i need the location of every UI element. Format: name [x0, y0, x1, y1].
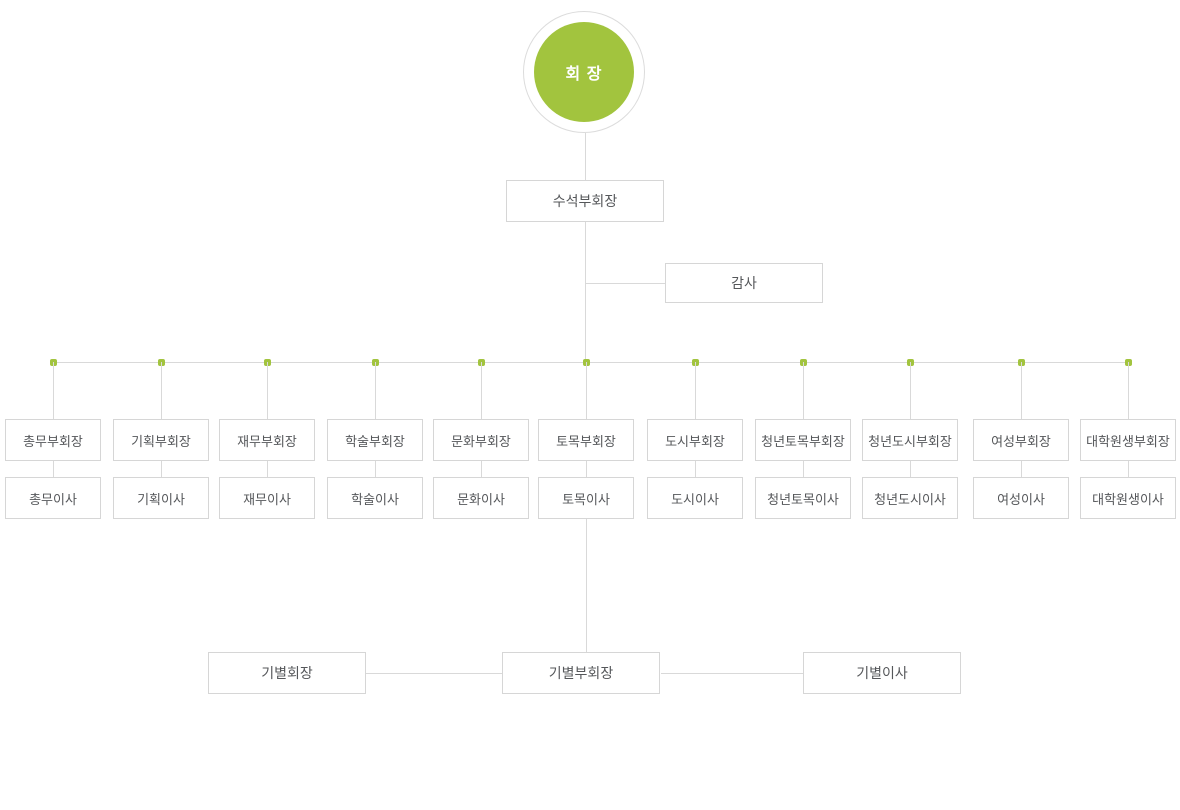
director-label: 기획이사 [137, 491, 185, 507]
column-stem-line [267, 362, 268, 419]
branch-director-label: 기별이사 [856, 665, 908, 681]
column-mid-line [481, 461, 482, 477]
vp-box-haksul: 학술부회장 [327, 419, 423, 461]
column-mid-line [375, 461, 376, 477]
bus-line [53, 362, 1128, 363]
vp-box-gihoek: 기획부회장 [113, 419, 209, 461]
director-label: 학술이사 [351, 491, 399, 507]
vp-label: 청년토목부회장 [761, 433, 845, 449]
director-box-munhwa: 문화이사 [433, 477, 529, 519]
column-mid-line [910, 461, 911, 477]
branch-vp-label: 기별부회장 [548, 665, 614, 681]
director-label: 토목이사 [562, 491, 610, 507]
auditor-box: 감사 [665, 263, 823, 303]
branch-vp-box: 기별부회장 [502, 652, 660, 694]
director-label: 여성이사 [997, 491, 1045, 507]
chairman-circle: 회 장 [534, 22, 634, 122]
vp-label: 학술부회장 [345, 433, 405, 449]
column-stem-line [695, 362, 696, 419]
director-label: 대학원생이사 [1092, 491, 1164, 507]
director-box-yeoseong: 여성이사 [973, 477, 1069, 519]
connector-svp-to-bus [585, 222, 586, 362]
column-stem-line [910, 362, 911, 419]
connector-to-auditor [585, 283, 665, 284]
column-stem-line [53, 362, 54, 419]
branch-chairman-label: 기별회장 [261, 665, 313, 681]
column-stem-line [586, 362, 587, 419]
column-mid-line [267, 461, 268, 477]
vp-label: 토목부회장 [556, 433, 616, 449]
senior-vp-label: 수석부회장 [552, 193, 618, 209]
director-label: 청년토목이사 [767, 491, 839, 507]
chairman-node: 회 장 [523, 11, 645, 133]
director-box-haksul: 학술이사 [327, 477, 423, 519]
director-box-tomok: 토목이사 [538, 477, 634, 519]
vp-box-jaemu: 재무부회장 [219, 419, 315, 461]
column-stem-line [1021, 362, 1022, 419]
vp-label: 기획부회장 [131, 433, 191, 449]
column-stem-line [481, 362, 482, 419]
director-box-youth-tomok: 청년토목이사 [755, 477, 851, 519]
vp-label: 여성부회장 [991, 433, 1051, 449]
auditor-label: 감사 [731, 275, 757, 291]
vp-box-yeoseong: 여성부회장 [973, 419, 1069, 461]
column-mid-line [161, 461, 162, 477]
connector-tomok-to-branch [586, 519, 587, 652]
director-label: 청년도시이사 [874, 491, 946, 507]
column-mid-line [1021, 461, 1022, 477]
director-box-jaemu: 재무이사 [219, 477, 315, 519]
vp-box-tomok: 토목부회장 [538, 419, 634, 461]
director-box-chongmu: 총무이사 [5, 477, 101, 519]
vp-label: 청년도시부회장 [868, 433, 952, 449]
vp-label: 도시부회장 [665, 433, 725, 449]
vp-box-graduate: 대학원생부회장 [1080, 419, 1176, 461]
director-box-youth-dosi: 청년도시이사 [862, 477, 958, 519]
branch-director-box: 기별이사 [803, 652, 961, 694]
column-stem-line [1128, 362, 1129, 419]
chairman-label: 회 장 [565, 66, 603, 83]
connector-branch-right [661, 673, 803, 674]
vp-box-youth-dosi: 청년도시부회장 [862, 419, 958, 461]
vp-box-youth-tomok: 청년토목부회장 [755, 419, 851, 461]
branch-chairman-box: 기별회장 [208, 652, 366, 694]
vp-label: 대학원생부회장 [1086, 433, 1170, 449]
director-label: 문화이사 [457, 491, 505, 507]
connector-root-to-svp [585, 133, 586, 180]
column-mid-line [586, 461, 587, 477]
vp-label: 문화부회장 [451, 433, 511, 449]
vp-label: 총무부회장 [23, 433, 83, 449]
column-stem-line [375, 362, 376, 419]
director-label: 총무이사 [29, 491, 77, 507]
column-mid-line [803, 461, 804, 477]
director-box-dosi: 도시이사 [647, 477, 743, 519]
director-box-graduate: 대학원생이사 [1080, 477, 1176, 519]
vp-box-chongmu: 총무부회장 [5, 419, 101, 461]
column-mid-line [53, 461, 54, 477]
senior-vp-box: 수석부회장 [506, 180, 664, 222]
vp-box-munhwa: 문화부회장 [433, 419, 529, 461]
vp-label: 재무부회장 [237, 433, 297, 449]
column-mid-line [695, 461, 696, 477]
director-label: 도시이사 [671, 491, 719, 507]
director-label: 재무이사 [243, 491, 291, 507]
column-mid-line [1128, 461, 1129, 477]
director-box-gihoek: 기획이사 [113, 477, 209, 519]
vp-box-dosi: 도시부회장 [647, 419, 743, 461]
column-stem-line [161, 362, 162, 419]
column-stem-line [803, 362, 804, 419]
connector-branch-left [365, 673, 502, 674]
